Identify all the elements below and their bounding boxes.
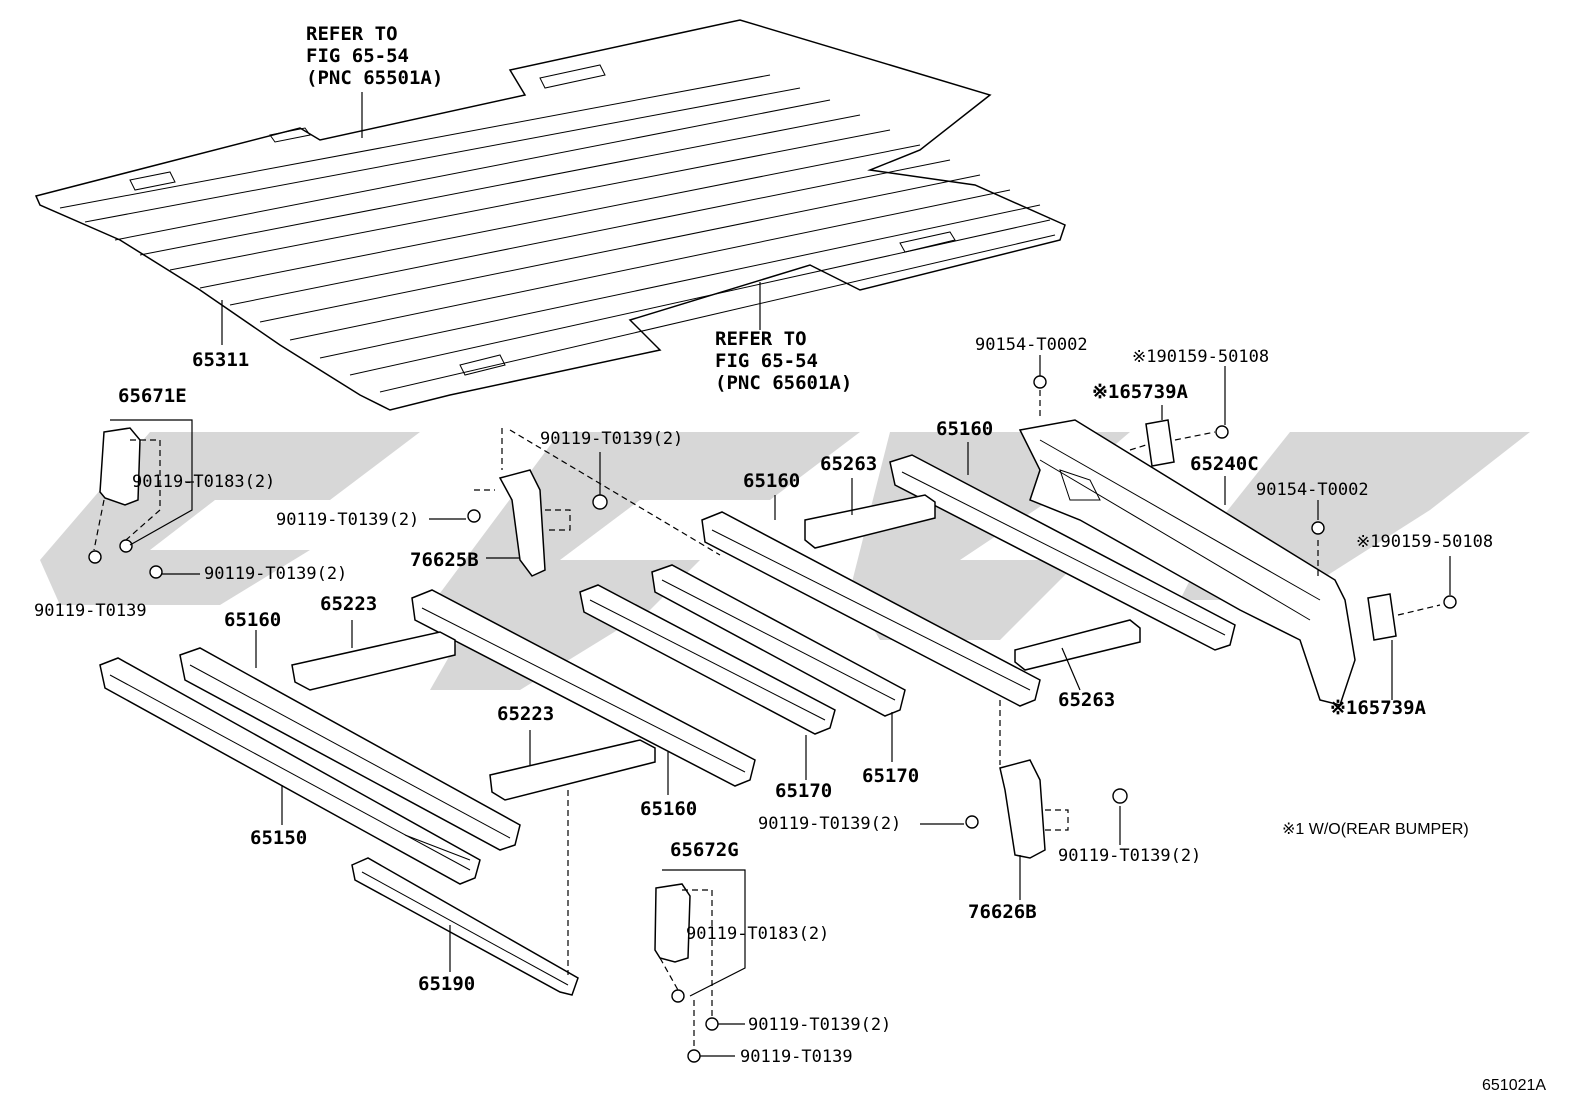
label-165739a-b: ※165739A <box>1330 697 1427 719</box>
label-90119-t0139-2b: 90119-T0139(2) <box>276 510 419 530</box>
label-190159-50108-a: ※190159-50108 <box>1132 347 1269 367</box>
label-165739a-a: ※165739A <box>1092 381 1189 403</box>
cross-member-65160-c <box>701 511 1041 707</box>
refer-mid-line3: (PNC 65601A) <box>715 372 852 394</box>
figure-code: 651021A <box>1482 1077 1546 1094</box>
label-65170-a: 65170 <box>775 780 832 802</box>
refer-top-line1: REFER TO <box>306 23 398 45</box>
label-76625b: 76625B <box>410 549 479 571</box>
cross-member-65160-a <box>179 647 521 851</box>
label-65223-b: 65223 <box>497 703 554 725</box>
bracket-65223-a <box>291 631 456 691</box>
bolt-icon <box>88 375 1457 1063</box>
floor-panel-65311 <box>34 19 1066 411</box>
label-90119-t0139-2a: 90119-T0139(2) <box>204 564 347 584</box>
cross-member-65150 <box>99 657 481 885</box>
bracket-65223-b <box>489 739 656 801</box>
label-90119-t0139-2d: 90119-T0139(2) <box>748 1015 891 1035</box>
bracket-65263-a <box>804 494 936 549</box>
label-90154-t0002-b: 90154-T0002 <box>1256 480 1369 500</box>
label-90119-t0139-2f: 90119-T0139(2) <box>1058 846 1201 866</box>
footnote: ※1 W/O(REAR BUMPER) <box>1282 821 1469 838</box>
label-65160-a: 65160 <box>224 609 281 631</box>
refer-mid-line2: FIG 65-54 <box>715 350 818 372</box>
label-65150: 65150 <box>250 827 307 849</box>
label-65223-a: 65223 <box>320 593 377 615</box>
label-65672g: 65672G <box>670 839 739 861</box>
label-190159-50108-b: ※190159-50108 <box>1356 532 1493 552</box>
cross-member-65160-b <box>411 589 756 787</box>
label-90119-t0139-2c: 90119-T0139(2) <box>540 429 683 449</box>
bracket-65263-b <box>1014 619 1141 671</box>
label-65263-b: 65263 <box>1058 689 1115 711</box>
label-65240c: 65240C <box>1190 453 1259 475</box>
label-90119-t0183-b: 90119-T0183(2) <box>686 924 829 944</box>
label-65671e: 65671E <box>118 385 187 407</box>
cross-member-65170-a <box>579 584 836 735</box>
label-65170-b: 65170 <box>862 765 919 787</box>
label-65160-b: 65160 <box>640 798 697 820</box>
rear-sill-65240c <box>1018 419 1356 706</box>
refer-top-line3: (PNC 65501A) <box>306 67 443 89</box>
label-90119-t0139-a: 90119-T0139 <box>34 601 147 621</box>
pad-165739a-a <box>1145 419 1175 467</box>
label-90119-t0139-2e: 90119-T0139(2) <box>758 814 901 834</box>
label-90154-t0002-a: 90154-T0002 <box>975 335 1088 355</box>
bracket-76626b <box>999 759 1046 859</box>
label-65311: 65311 <box>192 349 249 371</box>
label-65263-a: 65263 <box>820 453 877 475</box>
cross-member-65170-b <box>651 564 906 717</box>
refer-mid-line1: REFER TO <box>715 328 807 350</box>
label-65160-c: 65160 <box>743 470 800 492</box>
label-90119-t0139-b: 90119-T0139 <box>740 1047 853 1067</box>
cross-member-65160-d <box>889 454 1236 651</box>
label-65160-d: 65160 <box>936 418 993 440</box>
bracket-65671e <box>99 427 141 506</box>
label-90119-t0183-a: 90119-T0183(2) <box>132 472 275 492</box>
label-65190: 65190 <box>418 973 475 995</box>
bracket-65672g <box>654 883 691 963</box>
pad-165739a-b <box>1367 593 1397 641</box>
rail-65190 <box>351 857 579 996</box>
refer-top-line2: FIG 65-54 <box>306 45 409 67</box>
bracket-76625b <box>498 469 546 577</box>
label-76626b: 76626B <box>968 901 1037 923</box>
